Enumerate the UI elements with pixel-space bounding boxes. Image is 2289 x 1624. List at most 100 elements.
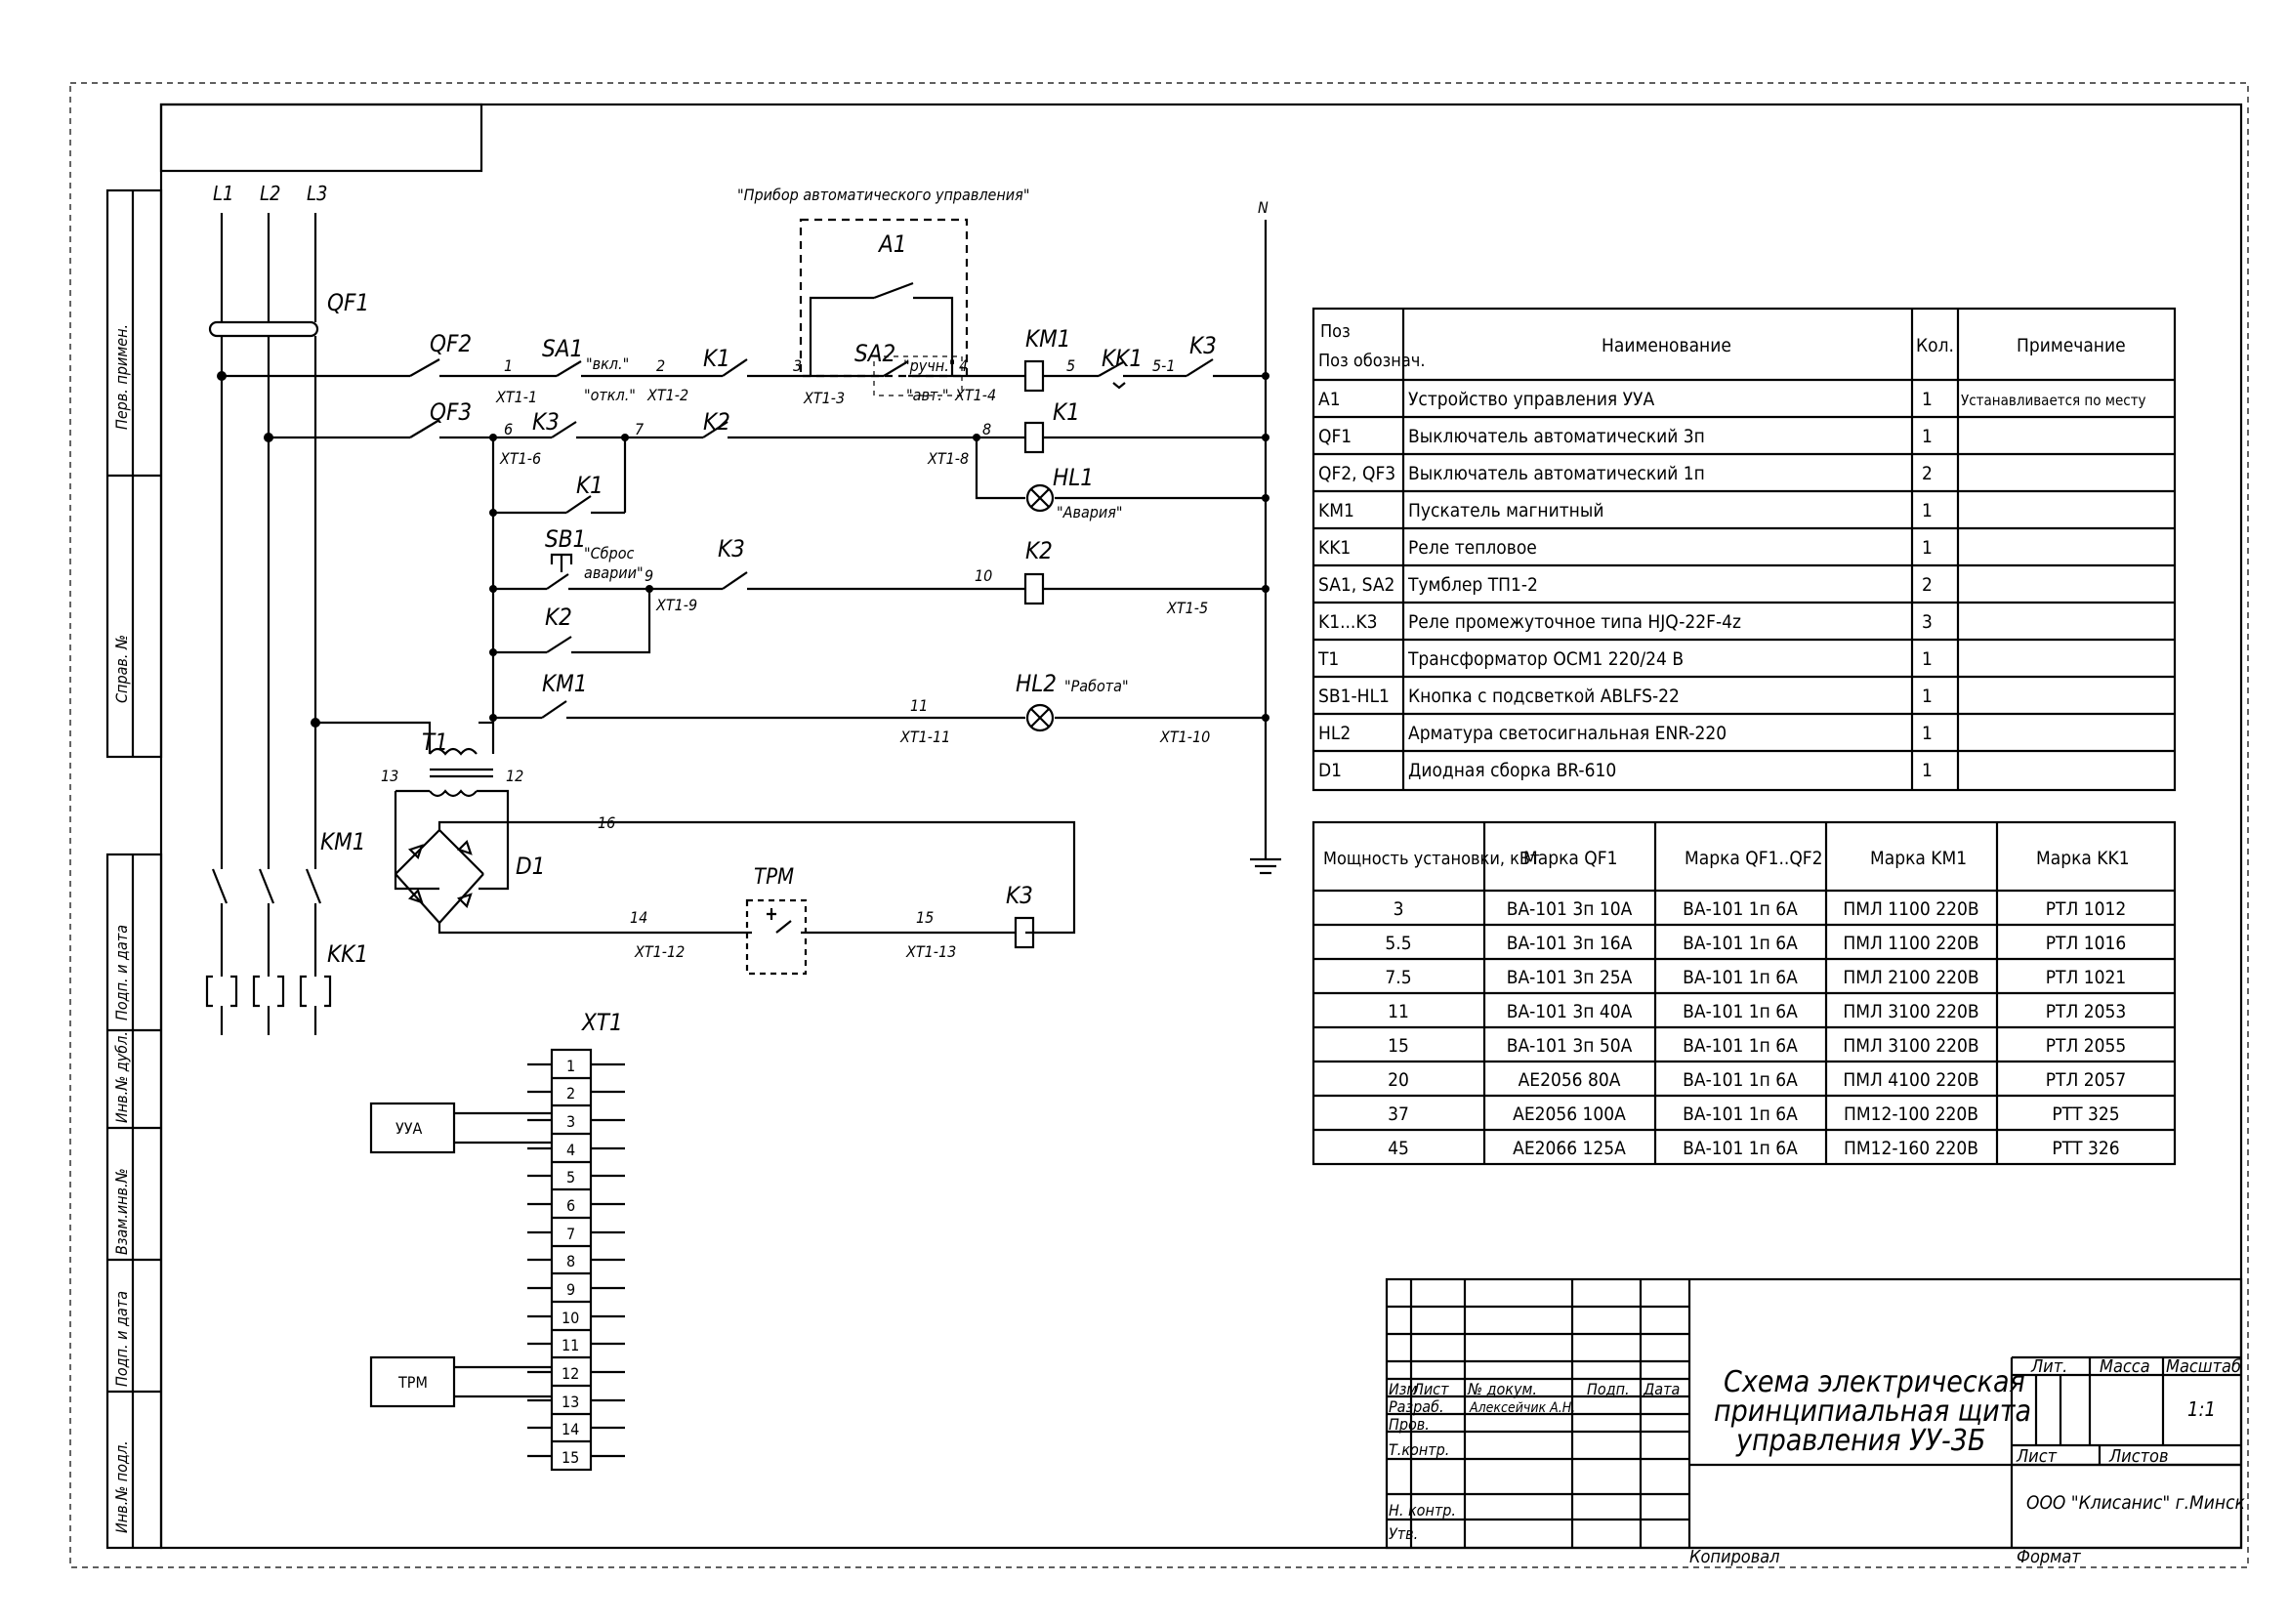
parts-cell-r8-c0: SB1-HL1 <box>1318 686 1390 707</box>
ref-xt1-6: XT1-6 <box>499 449 541 468</box>
label-k3-row2: K3 <box>532 408 560 436</box>
transformer-t1 <box>315 721 510 798</box>
node-13: 13 <box>381 767 398 785</box>
node-16: 16 <box>598 813 615 832</box>
power-cell-r5-c2: ВА-101 1п 6А <box>1683 1069 1798 1091</box>
label-a1: A1 <box>877 230 907 258</box>
xt1-device-uua: УУА <box>395 1119 423 1138</box>
side-label-perv: Перв. примен. <box>112 324 131 430</box>
xt1-terminal-2: 2 <box>566 1084 575 1103</box>
label-k2-row2: K2 <box>703 408 730 436</box>
ref-xt1-12: XT1-12 <box>634 942 685 961</box>
node-12: 12 <box>506 767 523 785</box>
parts-cell-r4-c0: KK1 <box>1318 537 1351 559</box>
xt1-terminal-5: 5 <box>566 1168 575 1187</box>
tb-col-sign: Подп. <box>1587 1380 1630 1398</box>
tb-developer: Алексейчик А.Н. <box>1469 1400 1575 1416</box>
ref-xt1-4: XT1-4 <box>954 386 996 404</box>
power-cell-r2-c4: РТЛ 1021 <box>2046 967 2127 988</box>
parts-cell-r5-c0: SA1, SA2 <box>1318 574 1394 596</box>
side-label-inv-podl: Инв.№ подл. <box>112 1440 131 1533</box>
power-cell-r3-c1: ВА-101 3п 40А <box>1507 1001 1633 1022</box>
label-km1-coil: KM1 <box>1025 325 1071 353</box>
xt1-terminal-6: 6 <box>566 1196 575 1215</box>
ref-xt1-2: XT1-2 <box>646 386 688 404</box>
xt1-terminal-11: 11 <box>562 1336 579 1354</box>
control-row-3 <box>493 553 1266 654</box>
ref-xt1-9: XT1-9 <box>655 596 697 614</box>
tb-role-nkontr: Н. контр. <box>1389 1501 1456 1520</box>
parts-header-pos-1: Поз <box>1320 321 1351 342</box>
xt1-terminal-13: 13 <box>562 1393 579 1411</box>
node-2: 2 <box>656 356 665 375</box>
node-1: 1 <box>504 356 513 375</box>
sheet-frame <box>159 103 2243 1550</box>
diode-bridge-d1 <box>394 796 1076 949</box>
tb-role-tkontr: Т.контр. <box>1389 1440 1449 1459</box>
parts-cell-r7-c0: T1 <box>1317 648 1339 670</box>
power-cell-r1-c4: РТЛ 1016 <box>2046 933 2127 954</box>
label-k3-row3: K3 <box>718 535 745 562</box>
side-label-inv-dubl: Инв.№ дубл. <box>112 1031 131 1123</box>
power-cell-r5-c4: РТЛ 2057 <box>2046 1069 2127 1091</box>
label-qf3: QF3 <box>430 398 472 426</box>
power-cell-r5-c3: ПМЛ 4100 220В <box>1843 1069 1978 1091</box>
parts-cell-r3-c2: 1 <box>1922 500 1933 521</box>
side-label-sprav: Справ. № <box>112 635 131 703</box>
label-hl1-text: "Авария" <box>1057 503 1123 521</box>
ground-symbol-icon <box>1250 857 1281 875</box>
label-qf1: QF1 <box>327 289 369 316</box>
power-header-km1: Марка KM1 <box>1870 848 1967 869</box>
phase-label-l3: L3 <box>307 182 327 205</box>
parts-cell-r0-c3: Устанавливается по месту <box>1961 392 2146 409</box>
power-cell-r0-c1: ВА-101 3п 10А <box>1507 898 1633 920</box>
parts-cell-r0-c0: A1 <box>1318 389 1341 410</box>
xt1-terminal-10: 10 <box>562 1309 579 1327</box>
parts-cell-r7-c2: 1 <box>1922 648 1933 670</box>
label-hl2: HL2 <box>1016 670 1057 697</box>
power-cell-r6-c3: ПМ12-100 220В <box>1844 1103 1978 1125</box>
phase-label-l1: L1 <box>213 182 233 205</box>
label-k1-row1: K1 <box>703 345 730 372</box>
xt1-terminal-12: 12 <box>562 1364 579 1383</box>
power-header-qf1: Марка QF1 <box>1523 848 1617 869</box>
node-14: 14 <box>630 908 647 927</box>
parts-cell-r8-c1: Кнопка с подсветкой ABLFS-22 <box>1408 686 1680 707</box>
parts-cell-r3-c1: Пускатель магнитный <box>1408 500 1603 521</box>
xt1-terminal-7: 7 <box>566 1225 575 1243</box>
label-sa2-man: "ручн." <box>903 356 955 375</box>
power-cell-r3-c3: ПМЛ 3100 220В <box>1843 1001 1978 1022</box>
power-cell-r3-c4: РТЛ 2053 <box>2046 1001 2127 1022</box>
label-trm: ТРМ <box>754 865 794 890</box>
hl1-lamp-icon <box>1025 483 1055 513</box>
parts-cell-r5-c1: Тумблер ТП1-2 <box>1407 574 1538 596</box>
control-row-2 <box>269 419 1266 515</box>
label-sa1: SA1 <box>542 335 583 362</box>
node-6: 6 <box>504 420 513 438</box>
parts-cell-r2-c0: QF2, QF3 <box>1318 463 1395 484</box>
power-cell-r3-c0: 11 <box>1388 1001 1409 1022</box>
parts-header-name: Наименование <box>1602 335 1731 356</box>
power-cell-r2-c1: ВА-101 3п 25А <box>1507 967 1633 988</box>
power-cell-r0-c4: РТЛ 1012 <box>2046 898 2127 920</box>
node-9: 9 <box>645 566 653 585</box>
parts-cell-r8-c2: 1 <box>1922 686 1933 707</box>
parts-cell-r0-c2: 1 <box>1922 389 1933 410</box>
power-cell-r4-c3: ПМЛ 3100 220В <box>1843 1035 1978 1057</box>
power-header-kw: Мощность установки, кВт <box>1323 849 1539 869</box>
parts-cell-r1-c2: 1 <box>1922 426 1933 447</box>
label-k2-row3: K2 <box>545 604 572 631</box>
parts-cell-r0-c1: Устройство управления УУА <box>1408 389 1654 410</box>
node-11: 11 <box>910 696 928 715</box>
power-cell-r1-c2: ВА-101 1п 6А <box>1683 933 1798 954</box>
neutral-label: N <box>1258 198 1269 217</box>
label-k3-coil: K3 <box>1006 882 1033 909</box>
ref-xt1-13: XT1-13 <box>905 942 956 961</box>
tb-format: Формат <box>2017 1547 2081 1567</box>
tb-col-list: Лист <box>1412 1380 1449 1398</box>
a1-device-box <box>799 218 969 378</box>
label-sb1-text1: "Сброс <box>584 544 634 562</box>
label-kk1-contact: KK1 <box>1102 345 1143 372</box>
control-row-4 <box>493 700 1266 720</box>
